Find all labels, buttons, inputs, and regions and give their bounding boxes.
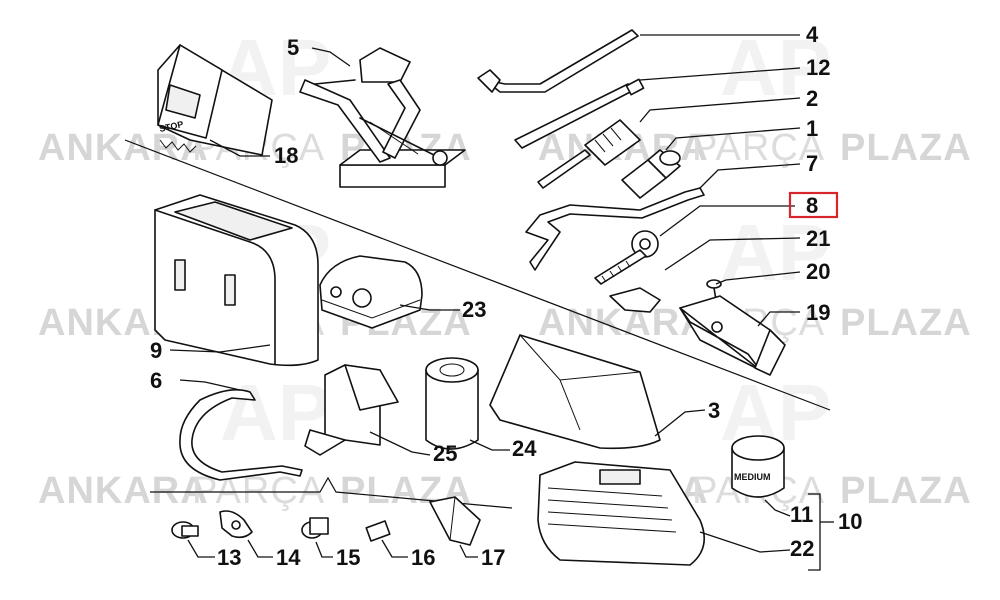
callout-numbers: 5 4 12 2 1 7 8 21 20 19 18 23 9 6 3 25 2… xyxy=(150,22,862,570)
part-7-jack-crank xyxy=(525,187,705,271)
part-11-sealant-can: MEDIUM xyxy=(731,435,785,498)
watermark-row-3: ANKARA PARÇA PLAZA ANKARA PARÇA PLAZA xyxy=(38,470,972,512)
callout-10: 10 xyxy=(838,509,862,534)
callout-16: 16 xyxy=(411,545,435,570)
part-4-handle-bar xyxy=(477,29,639,93)
callout-6: 6 xyxy=(150,368,162,393)
svg-text:PLAZA: PLAZA xyxy=(840,127,972,169)
leader-lines xyxy=(169,34,834,571)
callout-20: 20 xyxy=(806,259,830,284)
callout-12: 12 xyxy=(806,55,830,80)
callout-13: 13 xyxy=(217,545,241,570)
callout-21: 21 xyxy=(806,226,830,251)
part-3-bag xyxy=(489,334,661,450)
callout-3: 3 xyxy=(708,398,720,423)
part-14-clamp xyxy=(219,510,253,539)
callout-11: 11 xyxy=(790,502,813,527)
highlight-box xyxy=(788,191,839,219)
part-24-cylinder xyxy=(425,357,479,450)
part-2-screwdriver xyxy=(537,119,641,189)
callout-22: 22 xyxy=(790,536,814,561)
part-21-tow-hook xyxy=(594,230,659,285)
svg-text:ANKARA: ANKARA xyxy=(38,470,209,512)
svg-text:PARÇA: PARÇA xyxy=(692,127,825,169)
callout-25: 25 xyxy=(433,441,457,466)
watermark-logo: AP AP AP AP AP AP xyxy=(220,23,831,457)
svg-text:STOP: STOP xyxy=(158,119,184,134)
callout-1: 1 xyxy=(806,116,818,141)
callout-7: 7 xyxy=(806,151,818,176)
part-13-bolt xyxy=(171,521,199,539)
part-18-wheel-chock: STOP xyxy=(157,44,273,156)
part-9-storage-box xyxy=(154,194,319,367)
callout-8-highlighted[interactable]: 8 xyxy=(788,191,839,219)
svg-text:PLAZA: PLAZA xyxy=(840,302,972,344)
callout-5: 5 xyxy=(287,35,299,60)
callout-8: 8 xyxy=(806,193,818,218)
svg-text:AP: AP xyxy=(720,23,831,112)
part-6-strap xyxy=(179,389,303,481)
part-12-extension-bar xyxy=(514,78,645,149)
callout-18: 18 xyxy=(274,143,298,168)
svg-text:MEDIUM: MEDIUM xyxy=(734,472,771,482)
callout-19: 19 xyxy=(806,300,830,325)
callout-9: 9 xyxy=(150,338,162,363)
part-15-nut xyxy=(301,517,329,539)
part-1-socket xyxy=(621,149,681,199)
part-23-compressor xyxy=(319,255,423,329)
part-5-scissor-jack xyxy=(299,47,466,188)
callout-2: 2 xyxy=(806,86,818,111)
callout-24: 24 xyxy=(512,436,537,461)
callout-4: 4 xyxy=(806,22,819,47)
part-clip xyxy=(609,287,661,313)
section-dividers xyxy=(124,139,831,509)
part-16-spacer xyxy=(365,520,391,542)
part-22-inflator-kit xyxy=(537,461,706,566)
callout-14: 14 xyxy=(276,545,301,570)
part-19-bracket xyxy=(679,295,786,376)
svg-text:PLAZA: PLAZA xyxy=(840,470,972,512)
part-25-bracket xyxy=(304,364,399,456)
svg-text:AP: AP xyxy=(720,208,831,297)
callout-17: 17 xyxy=(481,545,505,570)
part-17-grip xyxy=(429,496,481,546)
callout-15: 15 xyxy=(336,545,360,570)
callout-23: 23 xyxy=(462,297,486,322)
